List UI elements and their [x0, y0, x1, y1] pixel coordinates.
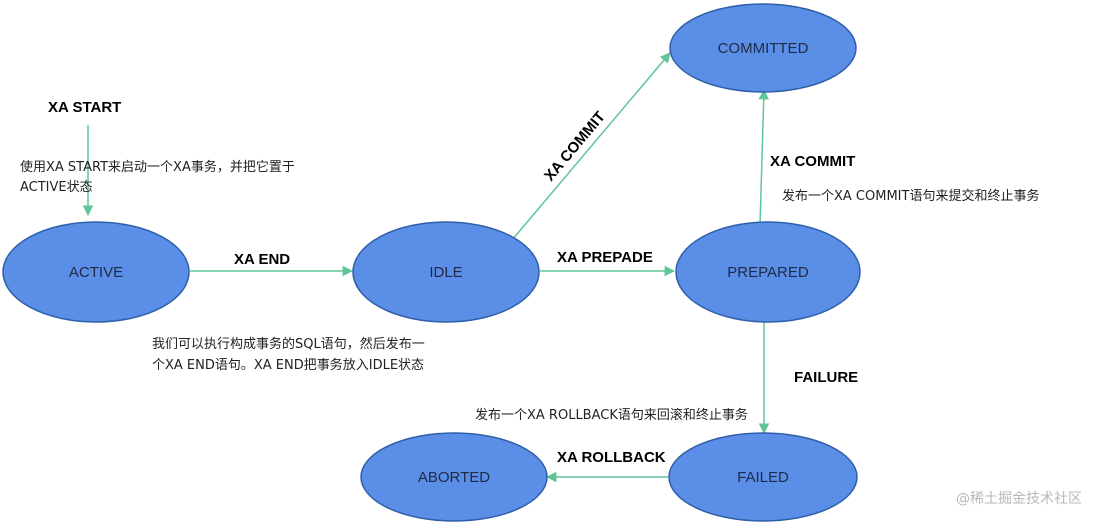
watermark-text: @稀土掘金技术社区	[956, 491, 1082, 507]
note-end-line2: 个XA END语句。XA END把事务放入IDLE状态	[152, 357, 424, 373]
edge-label-xa-rollback: XA ROLLBACK	[557, 449, 666, 466]
node-active-label: ACTIVE	[69, 264, 123, 281]
edge-xa-commit-prepared	[758, 88, 769, 227]
note-rollback: 发布一个XA ROLLBACK语句来回滚和终止事务	[475, 407, 748, 423]
node-prepared-label: PREPARED	[727, 264, 809, 281]
node-aborted-label: ABORTED	[418, 469, 490, 486]
node-prepared: PREPARED	[675, 221, 861, 323]
edge-label-xa-prepade: XA PREPADE	[557, 249, 653, 266]
edge-label-xa-commit-prepared: XA COMMIT	[770, 153, 855, 170]
node-committed-label: COMMITTED	[718, 40, 809, 57]
node-aborted: ABORTED	[360, 432, 548, 522]
node-active: ACTIVE	[2, 221, 190, 323]
node-failed: FAILED	[668, 432, 858, 522]
edge-label-xa-end: XA END	[234, 251, 290, 268]
edge-label-xa-commit-idle: XA COMMIT	[541, 108, 609, 184]
node-committed: COMMITTED	[669, 3, 857, 93]
node-idle: IDLE	[352, 221, 540, 323]
note-start-line1: 使用XA START来启动一个XA事务，并把它置于	[20, 159, 295, 175]
node-idle-label: IDLE	[429, 264, 462, 281]
edge-label-xa-start: XA START	[48, 99, 121, 116]
node-failed-label: FAILED	[737, 469, 789, 486]
note-commit: 发布一个XA COMMIT语句来提交和终止事务	[782, 188, 1039, 204]
note-end-line1: 我们可以执行构成事务的SQL语句，然后发布一	[152, 336, 425, 352]
note-start-line2: ACTIVE状态	[20, 180, 93, 195]
edge-label-failure: FAILURE	[794, 369, 858, 386]
edge-xa-commit-idle	[511, 52, 671, 241]
